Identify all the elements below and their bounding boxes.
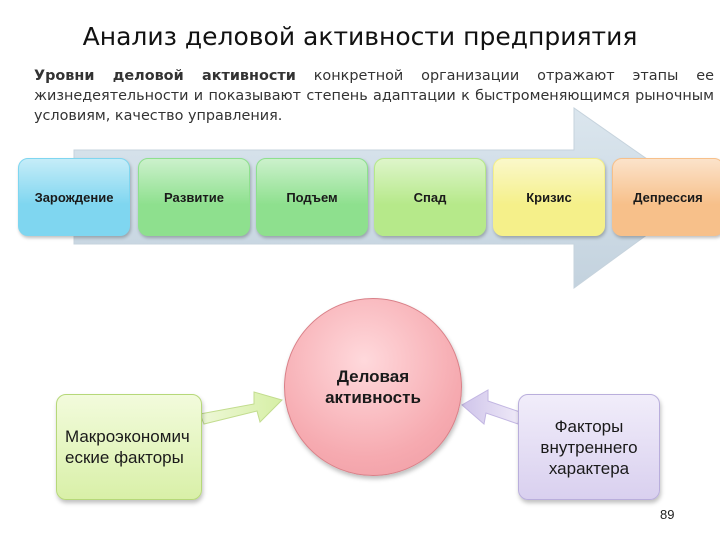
right-factor-arrow bbox=[461, 389, 521, 425]
stage-krizis: Кризис bbox=[493, 158, 605, 236]
stage-label: Кризис bbox=[526, 189, 572, 205]
stage-spad: Спад bbox=[374, 158, 486, 236]
stage-label: Развитие bbox=[164, 189, 224, 205]
stage-depressiya: Депрессия bbox=[612, 158, 720, 236]
intro-text: конкретной организации отражают этапы ее… bbox=[34, 68, 714, 124]
page-title: Анализ деловой активности предприятия bbox=[82, 22, 638, 51]
stage-label: Подъем bbox=[286, 189, 338, 205]
macro-line-2: еские факторы bbox=[65, 448, 184, 467]
internal-line-1: Факторы bbox=[554, 416, 624, 436]
business-activity-circle: Деловая активность bbox=[284, 298, 462, 476]
circle-line-1: Деловая bbox=[336, 367, 410, 386]
stage-zarozhdenie: Зарождение bbox=[18, 158, 130, 236]
circle-line-2: активность bbox=[325, 388, 421, 407]
internal-line-3: характера bbox=[548, 458, 630, 478]
stage-razvitie: Развитие bbox=[138, 158, 250, 236]
stage-label: Зарождение bbox=[34, 189, 114, 205]
stage-label: Депрессия bbox=[633, 189, 703, 205]
macro-factors-box: Макроэкономич еские факторы bbox=[56, 394, 202, 500]
left-factor-arrow bbox=[199, 391, 283, 425]
intro-paragraph: Уровни деловой активности конкретной орг… bbox=[34, 66, 714, 126]
intro-bold: Уровни деловой активности bbox=[34, 68, 296, 84]
stage-podem: Подъем bbox=[256, 158, 368, 236]
internal-line-2: внутреннего bbox=[540, 437, 638, 457]
page-number: 89 bbox=[660, 507, 675, 522]
stage-label: Спад bbox=[413, 189, 447, 205]
macro-line-1: Макроэкономич bbox=[65, 427, 190, 446]
